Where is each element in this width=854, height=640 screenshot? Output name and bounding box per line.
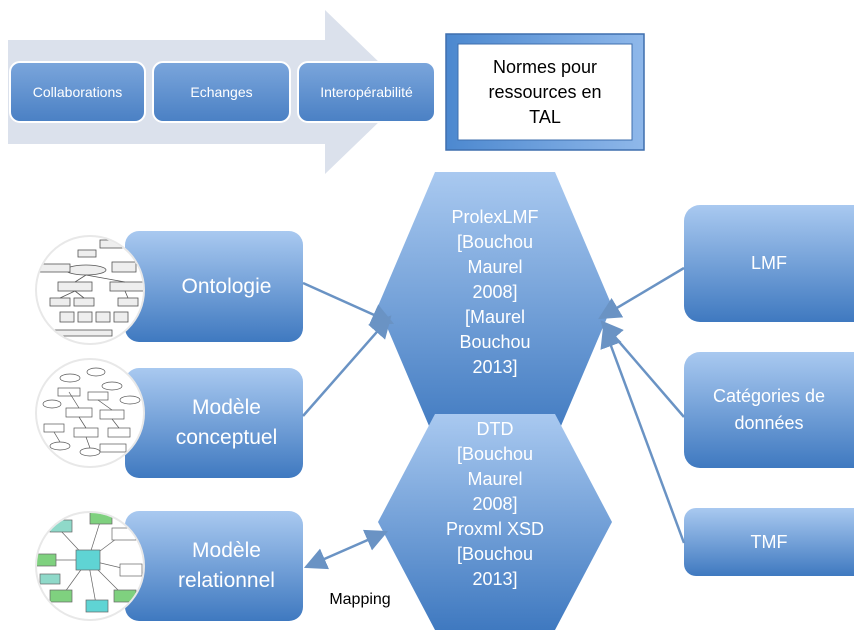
prolexlmf-label: ProlexLMF [Bouchou Maurel 2008] [Maurel … [451,207,539,377]
arrow-mapping-bidirectional [303,529,389,570]
ontologie-thumbnail [35,235,145,345]
stage-collaborations-label: Collaborations [32,84,123,100]
modele-relationnel-box [125,511,303,621]
arrow-lmf-to-prolexlmf [598,266,685,320]
tmf-label: TMF [750,531,788,552]
ontologie-box [125,231,303,342]
stage-echanges-label: Echanges [190,84,253,100]
stage-echanges-box [152,61,291,123]
arrow-tmf-to-prolexlmf [600,324,686,544]
tmf-box [684,508,854,576]
norms-box-label: Normes pour ressources en TAL [488,56,602,127]
modele-conceptuel-label: Modèle conceptuel [175,396,278,449]
arrow-categories-to-prolexlmf [600,320,685,418]
categories-label: Catégories de données [712,386,826,433]
modele-conceptuel-box [125,368,303,478]
modele-relationnel-label: Modèle relationnel [178,539,275,592]
stage-interoperabilite-box [297,61,436,123]
arrow-conceptuel-to-prolexlmf [302,315,392,417]
modele-conceptuel-thumbnail [35,358,145,468]
stage-interoperabilite-label: Interopérabilité [320,84,413,100]
prolexlmf-hexagon [378,172,612,440]
ontologie-label: Ontologie [181,274,272,298]
dtd-label: DTD [Bouchou Maurel 2008] Proxml XSD [Bo… [445,419,544,589]
modele-relationnel-thumbnail [35,511,145,621]
norms-box-inner [457,43,633,141]
lmf-box [684,205,854,322]
categories-box [684,352,854,468]
dtd-hexagon [378,414,612,630]
lmf-label: LMF [751,253,787,273]
arrow-ontologie-to-prolexlmf [302,281,395,325]
stage-collaborations-box [9,61,146,123]
mapping-label: Mapping [329,591,391,608]
